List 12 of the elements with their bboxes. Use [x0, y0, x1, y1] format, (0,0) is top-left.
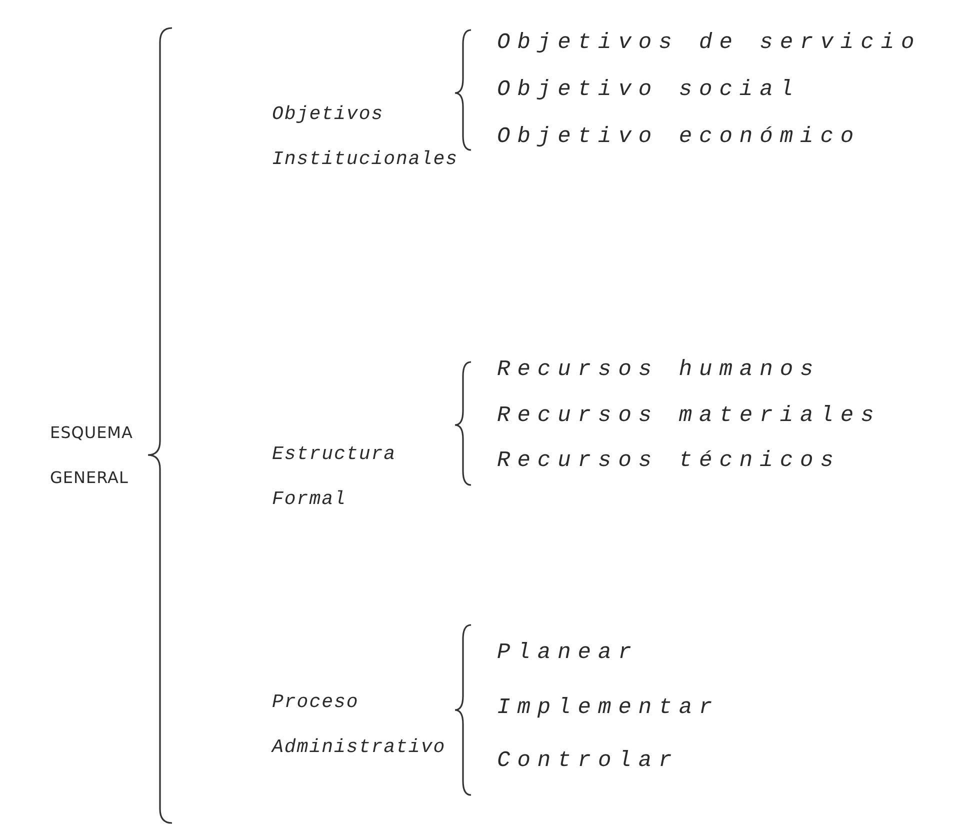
item-label: Recursos técnicos: [497, 447, 840, 475]
item-label: Objetivo social: [497, 76, 800, 104]
item-label: Implementar: [497, 694, 720, 722]
item-label: Planear: [497, 639, 638, 667]
category-label: Estructura Formal: [272, 442, 398, 512]
item-label: Objetivos de servicio: [497, 29, 922, 57]
item-label: Controlar: [497, 747, 679, 775]
root-label: ESQUEMA GENERAL: [50, 422, 134, 489]
category-label: Proceso Administrativo: [272, 690, 447, 760]
item-label: Objetivo económico: [497, 123, 861, 151]
item-label: Recursos materiales: [497, 402, 881, 430]
item-label: Recursos humanos: [497, 356, 820, 384]
